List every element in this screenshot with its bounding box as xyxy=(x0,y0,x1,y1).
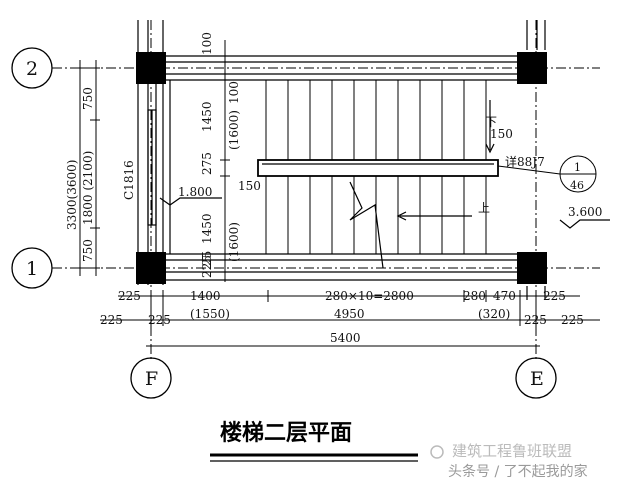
break-line xyxy=(349,181,384,269)
grid-axes xyxy=(11,20,600,399)
dim-rail-150: 150 xyxy=(490,127,513,141)
level-landing: 1.800 xyxy=(178,185,212,199)
dim-r1-225a: 225 xyxy=(118,289,141,303)
dim-r1-steps: 280×10=2800 xyxy=(325,289,414,303)
dim-flight-top: 1450 xyxy=(200,101,214,132)
dim-r2-225a: 225 xyxy=(100,313,123,327)
detail-leader xyxy=(497,165,561,175)
axis-circle-e xyxy=(515,357,557,399)
direction-up: 上 xyxy=(478,201,490,215)
dim-r1-1550: (1550) xyxy=(190,307,230,321)
drawing-title: 楼梯二层平面 xyxy=(220,420,352,446)
level-symbol-floor xyxy=(559,219,610,229)
dim-flight-top-alt: (1600) xyxy=(227,110,241,150)
level-symbol-landing xyxy=(159,197,222,206)
dim-r2-225b: 225 xyxy=(148,313,171,327)
axis-circle-1 xyxy=(11,247,53,289)
axis-circle-2 xyxy=(11,47,53,89)
axis-label-f: F xyxy=(145,368,158,390)
level-markers xyxy=(159,197,610,229)
dim-left-bottom: 750 xyxy=(81,239,95,262)
dim-step-150: 150 xyxy=(238,179,261,193)
axis-label-2: 2 xyxy=(26,58,38,80)
dim-well: 275 xyxy=(200,152,214,175)
detail-bottom: 46 xyxy=(570,179,584,192)
dim-top-100: 100 xyxy=(227,81,241,104)
detail-prefix: 详88J7 xyxy=(505,154,545,169)
dim-r2-4950: 4950 xyxy=(334,307,365,321)
axis-label-1: 1 xyxy=(26,258,38,280)
axis-label-e: E xyxy=(530,368,544,390)
dim-r2-225c: 225 xyxy=(524,313,547,327)
handrail xyxy=(257,159,499,177)
dim-r1-225b: 225 xyxy=(543,289,566,303)
direction-arrows xyxy=(396,100,495,221)
dim-r2-225d: 225 xyxy=(561,313,584,327)
dim-bottom-225: 225 xyxy=(200,255,214,278)
dim-r1-1400: 1400 xyxy=(190,289,221,303)
dim-outer-total: 3300(3600) xyxy=(65,160,79,230)
dim-left-top: 750 xyxy=(81,87,95,110)
stair-treads xyxy=(265,80,487,254)
dim-top-wall: 100 xyxy=(200,32,214,55)
dim-r1-280: 280 xyxy=(463,289,486,303)
watermark-line2: 头条号 / 了不起我的家 xyxy=(448,463,588,480)
watermark-icon xyxy=(430,445,444,459)
up-arrow-head xyxy=(396,211,407,221)
detail-reference xyxy=(497,155,597,193)
window-label: C1816 xyxy=(122,160,136,200)
down-arrow-head xyxy=(485,143,495,154)
watermark: 建筑工程鲁班联盟 头条号 / 了不起我的家 xyxy=(430,442,588,480)
level-floor: 3.600 xyxy=(568,205,602,219)
dim-total: 5400 xyxy=(330,331,361,345)
dim-middle: 1800 (2100) xyxy=(81,151,95,225)
watermark-line1: 建筑工程鲁班联盟 xyxy=(452,442,572,460)
dim-flight-bottom-alt: (1600) xyxy=(227,222,241,262)
detail-top: 1 xyxy=(574,161,581,174)
title-underline xyxy=(210,453,418,462)
dim-r1-470: 470 xyxy=(493,289,516,303)
dim-flight-bottom: 1450 xyxy=(200,213,214,244)
direction-down: 下 xyxy=(485,115,497,129)
dim-bottom-25: 25 xyxy=(200,251,214,266)
columns xyxy=(136,52,547,284)
axis-circle-f xyxy=(130,357,172,399)
dimension-lines xyxy=(74,40,600,347)
dim-r1-320: (320) xyxy=(478,307,510,321)
